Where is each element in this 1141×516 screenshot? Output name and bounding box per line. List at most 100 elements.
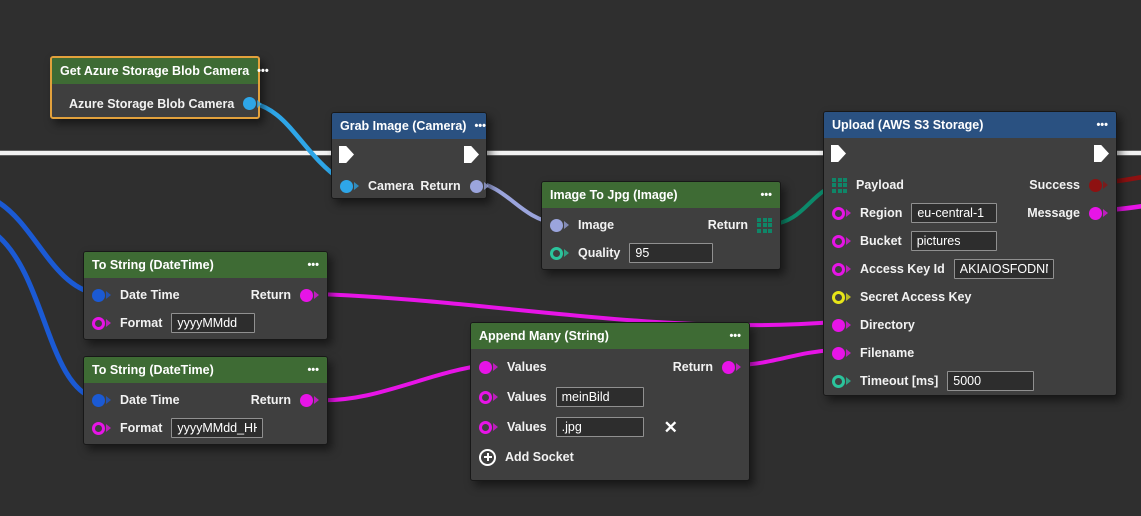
value-input[interactable] xyxy=(629,243,714,263)
port-label: Secret Access Key xyxy=(860,290,972,304)
node-menu-button[interactable]: ••• xyxy=(729,330,741,342)
ring-port-icon xyxy=(832,206,845,220)
value-input[interactable] xyxy=(947,371,1035,391)
wire-tostring1-to-directory[interactable] xyxy=(315,292,836,328)
value-input[interactable] xyxy=(911,203,998,223)
return-output-port[interactable] xyxy=(300,393,319,407)
values-input-port[interactable] xyxy=(479,420,498,434)
azure-storage-blob-camera-output-port[interactable] xyxy=(243,97,263,110)
bucket-input-port[interactable] xyxy=(832,234,851,248)
value-input[interactable] xyxy=(555,387,644,407)
value-input[interactable] xyxy=(910,231,997,251)
flow-in-port[interactable] xyxy=(831,145,846,162)
date-time-input-port[interactable] xyxy=(92,288,111,302)
delete-socket-button[interactable]: ✕ xyxy=(663,417,678,437)
row-right: Return xyxy=(242,288,319,302)
value-input[interactable] xyxy=(171,313,256,333)
return-output-port[interactable] xyxy=(722,360,741,374)
row-right: Return xyxy=(699,217,772,233)
values-input-port[interactable] xyxy=(479,390,498,404)
node-row: Azure Storage Blob Camera xyxy=(52,87,263,120)
row-right: Message xyxy=(1018,206,1108,220)
node-header[interactable]: Get Azure Storage Blob Camera••• xyxy=(52,58,269,84)
circle-port-icon xyxy=(300,393,313,407)
directory-input-port[interactable] xyxy=(832,318,851,332)
flow-out-port[interactable] xyxy=(464,146,479,163)
filename-input-port[interactable] xyxy=(832,346,851,360)
secret-access-key-input-port[interactable] xyxy=(832,290,851,304)
flow-out-port[interactable] xyxy=(1094,145,1109,162)
format-input-port[interactable] xyxy=(92,421,111,435)
port-nub-icon xyxy=(106,396,111,404)
node-header[interactable]: Image To Jpg (Image)••• xyxy=(542,182,780,208)
access-key-id-input-port[interactable] xyxy=(832,262,851,276)
node-menu-button[interactable]: ••• xyxy=(1096,119,1108,131)
node-header[interactable]: To String (DateTime)••• xyxy=(84,357,327,383)
region-input-port[interactable] xyxy=(832,206,851,220)
row-left: Bucket xyxy=(832,231,997,251)
value-input[interactable] xyxy=(953,259,1054,279)
circle-port-icon xyxy=(92,393,105,407)
port-label: Region xyxy=(860,206,903,220)
wire-datetime-source-2[interactable] xyxy=(0,234,100,402)
wire-datetime-source-1[interactable] xyxy=(0,200,100,297)
port-label: Message xyxy=(1027,206,1080,220)
return-output-port[interactable] xyxy=(300,288,319,302)
wire-append-return-to-filename[interactable] xyxy=(735,348,836,367)
ring-port-icon xyxy=(550,246,563,260)
return-output-port[interactable] xyxy=(469,179,489,193)
ring-port-icon xyxy=(479,420,492,434)
node-menu-button[interactable]: ••• xyxy=(307,364,319,376)
port-nub-icon xyxy=(846,377,851,385)
format-input-port[interactable] xyxy=(92,316,111,330)
row-left: Directory xyxy=(832,318,924,332)
flow-in-port[interactable] xyxy=(339,146,354,163)
node-menu-button[interactable]: ••• xyxy=(257,65,269,77)
node-get-azure-storage-blob-camera[interactable]: Get Azure Storage Blob Camera••• Azure St… xyxy=(50,56,269,120)
return-output-port[interactable] xyxy=(757,217,772,233)
values-input-port[interactable] xyxy=(479,360,498,374)
node-menu-button[interactable]: ••• xyxy=(760,189,772,201)
payload-input-port[interactable] xyxy=(832,177,847,193)
wire-azure-camera-to-grab-image[interactable] xyxy=(243,99,344,183)
add-socket-button[interactable]: Add Socket xyxy=(479,448,583,466)
node-menu-button[interactable]: ••• xyxy=(307,259,319,271)
circle-port-icon xyxy=(832,346,845,360)
row-right: Return xyxy=(664,360,741,374)
node-header[interactable]: To String (DateTime)••• xyxy=(84,252,327,278)
port-nub-icon xyxy=(493,393,498,401)
node-header[interactable]: Grab Image (Camera)••• xyxy=(332,113,486,139)
camera-input-port[interactable] xyxy=(340,179,359,193)
quality-input-port[interactable] xyxy=(550,246,569,260)
success-output-port[interactable] xyxy=(1089,178,1108,192)
image-input-port[interactable] xyxy=(550,218,569,232)
circle-port-icon xyxy=(1089,178,1102,192)
node-menu-button[interactable]: ••• xyxy=(474,120,486,132)
port-nub-icon xyxy=(846,321,851,329)
node-header[interactable]: Append Many (String)••• xyxy=(471,323,749,349)
timeout-input-port[interactable] xyxy=(832,374,851,388)
date-time-input-port[interactable] xyxy=(92,393,111,407)
row-left: Format xyxy=(92,418,264,438)
port-label: Return xyxy=(672,360,713,374)
node-header[interactable]: Upload (AWS S3 Storage)••• xyxy=(824,112,1116,138)
wire-tostring2-to-values[interactable] xyxy=(315,363,487,403)
message-output-port[interactable] xyxy=(1089,206,1108,220)
port-nub-icon xyxy=(314,291,319,299)
value-input[interactable] xyxy=(555,417,644,437)
node-rows: ValuesReturnValuesValues✕Add Socket xyxy=(471,349,749,472)
ring-port-icon xyxy=(479,390,492,404)
value-input[interactable] xyxy=(171,418,264,438)
node-row: Directory xyxy=(824,311,1116,339)
